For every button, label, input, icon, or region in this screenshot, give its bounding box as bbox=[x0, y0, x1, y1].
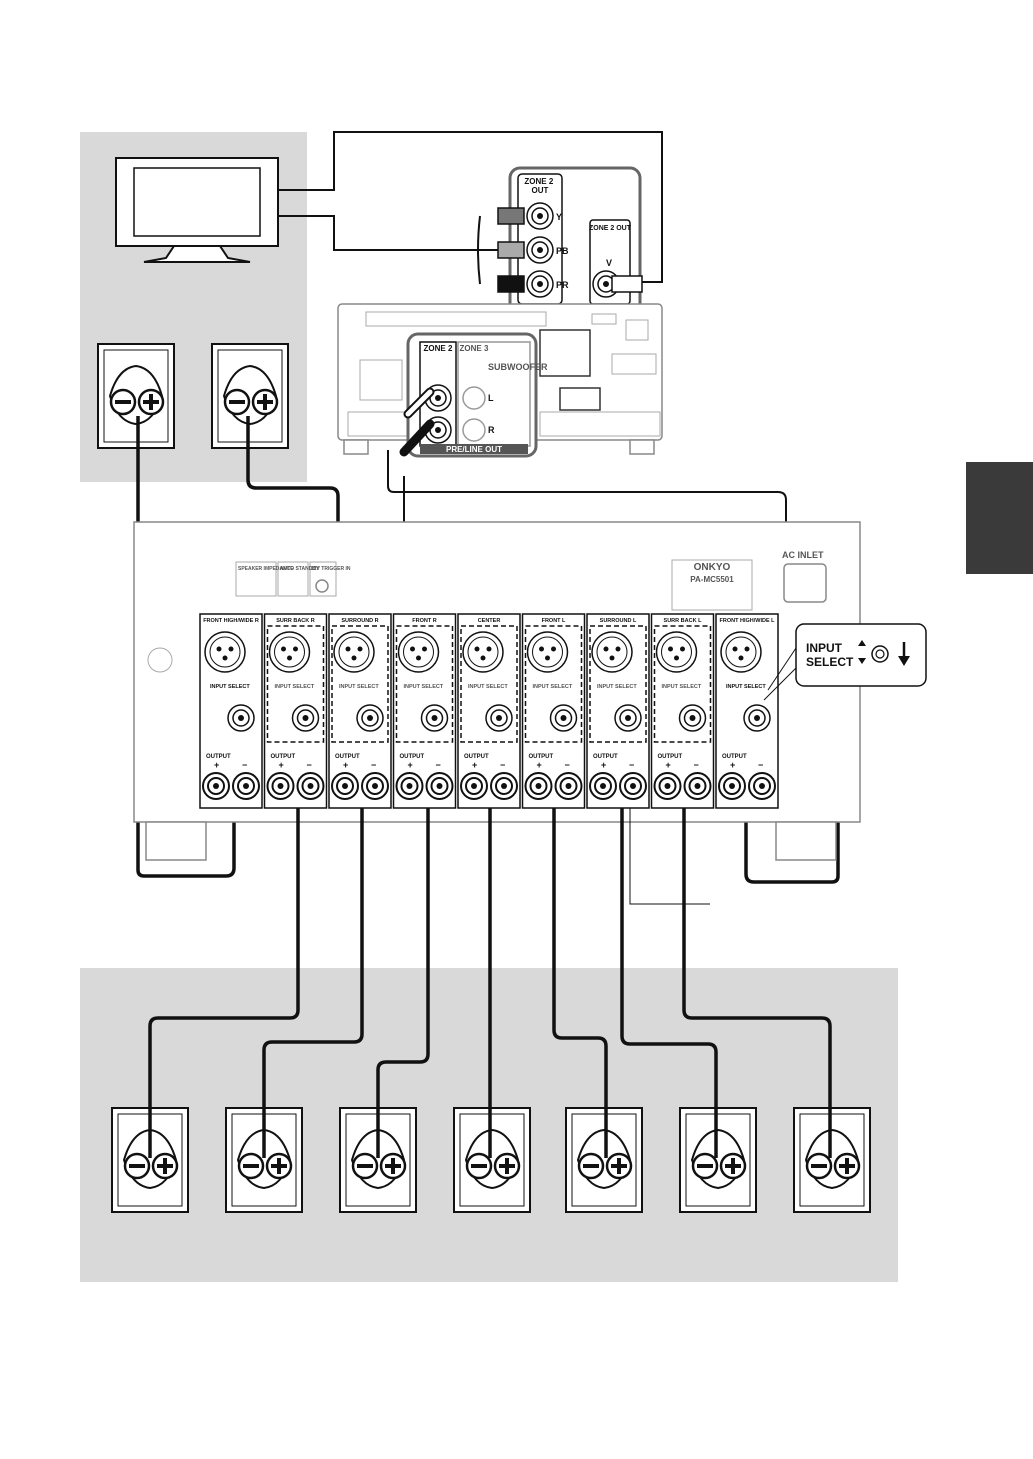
channel-label: SURROUND L bbox=[600, 618, 637, 624]
jack-l-label: L bbox=[488, 393, 494, 403]
output-label: OUTPUT bbox=[335, 754, 360, 760]
channel-label: FRONT HIGH/WIDE R bbox=[203, 618, 259, 624]
channel-module: SURROUND R INPUT SELECT OUTPUT+ − bbox=[328, 613, 392, 809]
model-label: PA-MC5501 bbox=[690, 575, 734, 584]
side-tab bbox=[966, 462, 1033, 574]
output-label: OUTPUT bbox=[529, 754, 554, 760]
subwoofer-label: SUBWOOFER bbox=[488, 362, 548, 372]
input-select-label: INPUT SELECT bbox=[533, 684, 573, 690]
minus-label: − bbox=[500, 760, 505, 770]
bottom-cables bbox=[148, 808, 832, 1158]
speaker-front-high-l bbox=[210, 342, 290, 450]
channel-module: SURR BACK L INPUT SELECT OUTPUT+ − bbox=[650, 613, 715, 809]
channel-label: SURR BACK L bbox=[664, 618, 703, 624]
pre-line-out-label: PRE/LINE OUT bbox=[446, 445, 502, 454]
output-label: OUTPUT bbox=[464, 754, 489, 760]
channel-label: SURR BACK R bbox=[276, 618, 315, 624]
channel-label: FRONT HIGH/WIDE L bbox=[720, 618, 776, 624]
zone2-label: ZONE 2 bbox=[424, 344, 453, 353]
plus-label: + bbox=[214, 760, 219, 770]
channel-label: FRONT L bbox=[542, 618, 566, 624]
minus-label: − bbox=[565, 760, 570, 770]
tv-component-cable bbox=[278, 215, 498, 251]
output-label: OUTPUT bbox=[658, 754, 683, 760]
input-select-label: INPUT SELECT bbox=[468, 684, 508, 690]
plus-label: + bbox=[408, 760, 413, 770]
callout-select-label: SELECT bbox=[806, 655, 854, 669]
channel-module: FRONT HIGH/WIDE L INPUT SELECT OUTPUT+ − bbox=[715, 613, 779, 809]
tv-icon bbox=[115, 157, 279, 263]
output-label: OUTPUT bbox=[400, 754, 425, 760]
channel-module: CENTER INPUT SELECT OUTPUT+ − bbox=[457, 613, 521, 809]
brand-logo: ONKYO bbox=[694, 562, 731, 573]
pre-line-out-panel: ZONE 2 ZONE 3 SUBWOOFER L R PRE/LINE OUT bbox=[399, 332, 548, 458]
callout-input-label: INPUT bbox=[806, 641, 843, 655]
auto-standby-label: AUTO STANDBY bbox=[280, 566, 320, 572]
channel-module: FRONT R INPUT SELECT OUTPUT+ − bbox=[392, 613, 457, 809]
channel-label: CENTER bbox=[478, 618, 501, 624]
speaker bbox=[564, 1106, 644, 1214]
output-label: OUTPUT bbox=[593, 754, 618, 760]
minus-label: − bbox=[307, 760, 312, 770]
plus-label: + bbox=[666, 760, 671, 770]
minus-label: − bbox=[436, 760, 441, 770]
speaker bbox=[792, 1106, 872, 1214]
channel-module: SURR BACK R INPUT SELECT OUTPUT+ − bbox=[263, 613, 328, 809]
output-label: OUTPUT bbox=[722, 754, 747, 760]
jack-r-label: R bbox=[488, 425, 495, 435]
input-select-label: INPUT SELECT bbox=[597, 684, 637, 690]
input-select-label: INPUT SELECT bbox=[662, 684, 702, 690]
plus-label: + bbox=[279, 760, 284, 770]
minus-label: − bbox=[242, 760, 247, 770]
input-select-label: INPUT SELECT bbox=[404, 684, 444, 690]
plus-label: + bbox=[472, 760, 477, 770]
output-label: OUTPUT bbox=[271, 754, 296, 760]
minus-label: − bbox=[758, 760, 763, 770]
input-select-label: INPUT SELECT bbox=[339, 684, 379, 690]
plus-label: + bbox=[601, 760, 606, 770]
channel-label: SURROUND R bbox=[341, 618, 378, 624]
jack-pb-label: PB bbox=[556, 246, 569, 256]
plus-label: + bbox=[537, 760, 542, 770]
speaker-impedance-label: SPEAKER IMPEDANCE bbox=[238, 566, 294, 572]
minus-label: − bbox=[694, 760, 699, 770]
input-select-label: INPUT SELECT bbox=[726, 684, 766, 690]
trigger-label: 12V TRIGGER IN bbox=[311, 566, 351, 572]
plus-label: + bbox=[730, 760, 735, 770]
input-select-label: INPUT SELECT bbox=[275, 684, 315, 690]
jack-y-label: Y bbox=[556, 212, 562, 222]
channel-module: FRONT L INPUT SELECT OUTPUT+ − bbox=[521, 613, 586, 809]
channel-module: SURROUND L INPUT SELECT OUTPUT+ − bbox=[586, 613, 650, 809]
zone3-label: ZONE 3 bbox=[460, 344, 489, 353]
jack-pr-label: PR bbox=[556, 280, 569, 290]
channel-label: FRONT R bbox=[412, 618, 436, 624]
speaker bbox=[452, 1106, 532, 1214]
zone2-video-out-label: ZONE 2 OUT bbox=[589, 225, 632, 232]
tv-video-cable bbox=[278, 131, 663, 283]
output-label: OUTPUT bbox=[206, 754, 231, 760]
channel-module: FRONT HIGH/WIDE R INPUT SELECT OUTPUT+ − bbox=[199, 613, 263, 809]
zone2-component-out-panel: ZONE 2 OUT Y PB PR ZONE 2 OUT V bbox=[497, 166, 643, 320]
plus-label: + bbox=[343, 760, 348, 770]
speaker-front-high-r bbox=[96, 342, 176, 450]
minus-label: − bbox=[371, 760, 376, 770]
zone2-out-label: ZONE 2 OUT bbox=[524, 177, 555, 195]
input-select-label: INPUT SELECT bbox=[210, 684, 250, 690]
ac-inlet-label: AC INLET bbox=[782, 550, 824, 560]
minus-label: − bbox=[629, 760, 634, 770]
speaker bbox=[678, 1106, 758, 1214]
jack-v-label: V bbox=[606, 258, 612, 268]
input-select-callout: INPUT SELECT bbox=[763, 623, 927, 701]
